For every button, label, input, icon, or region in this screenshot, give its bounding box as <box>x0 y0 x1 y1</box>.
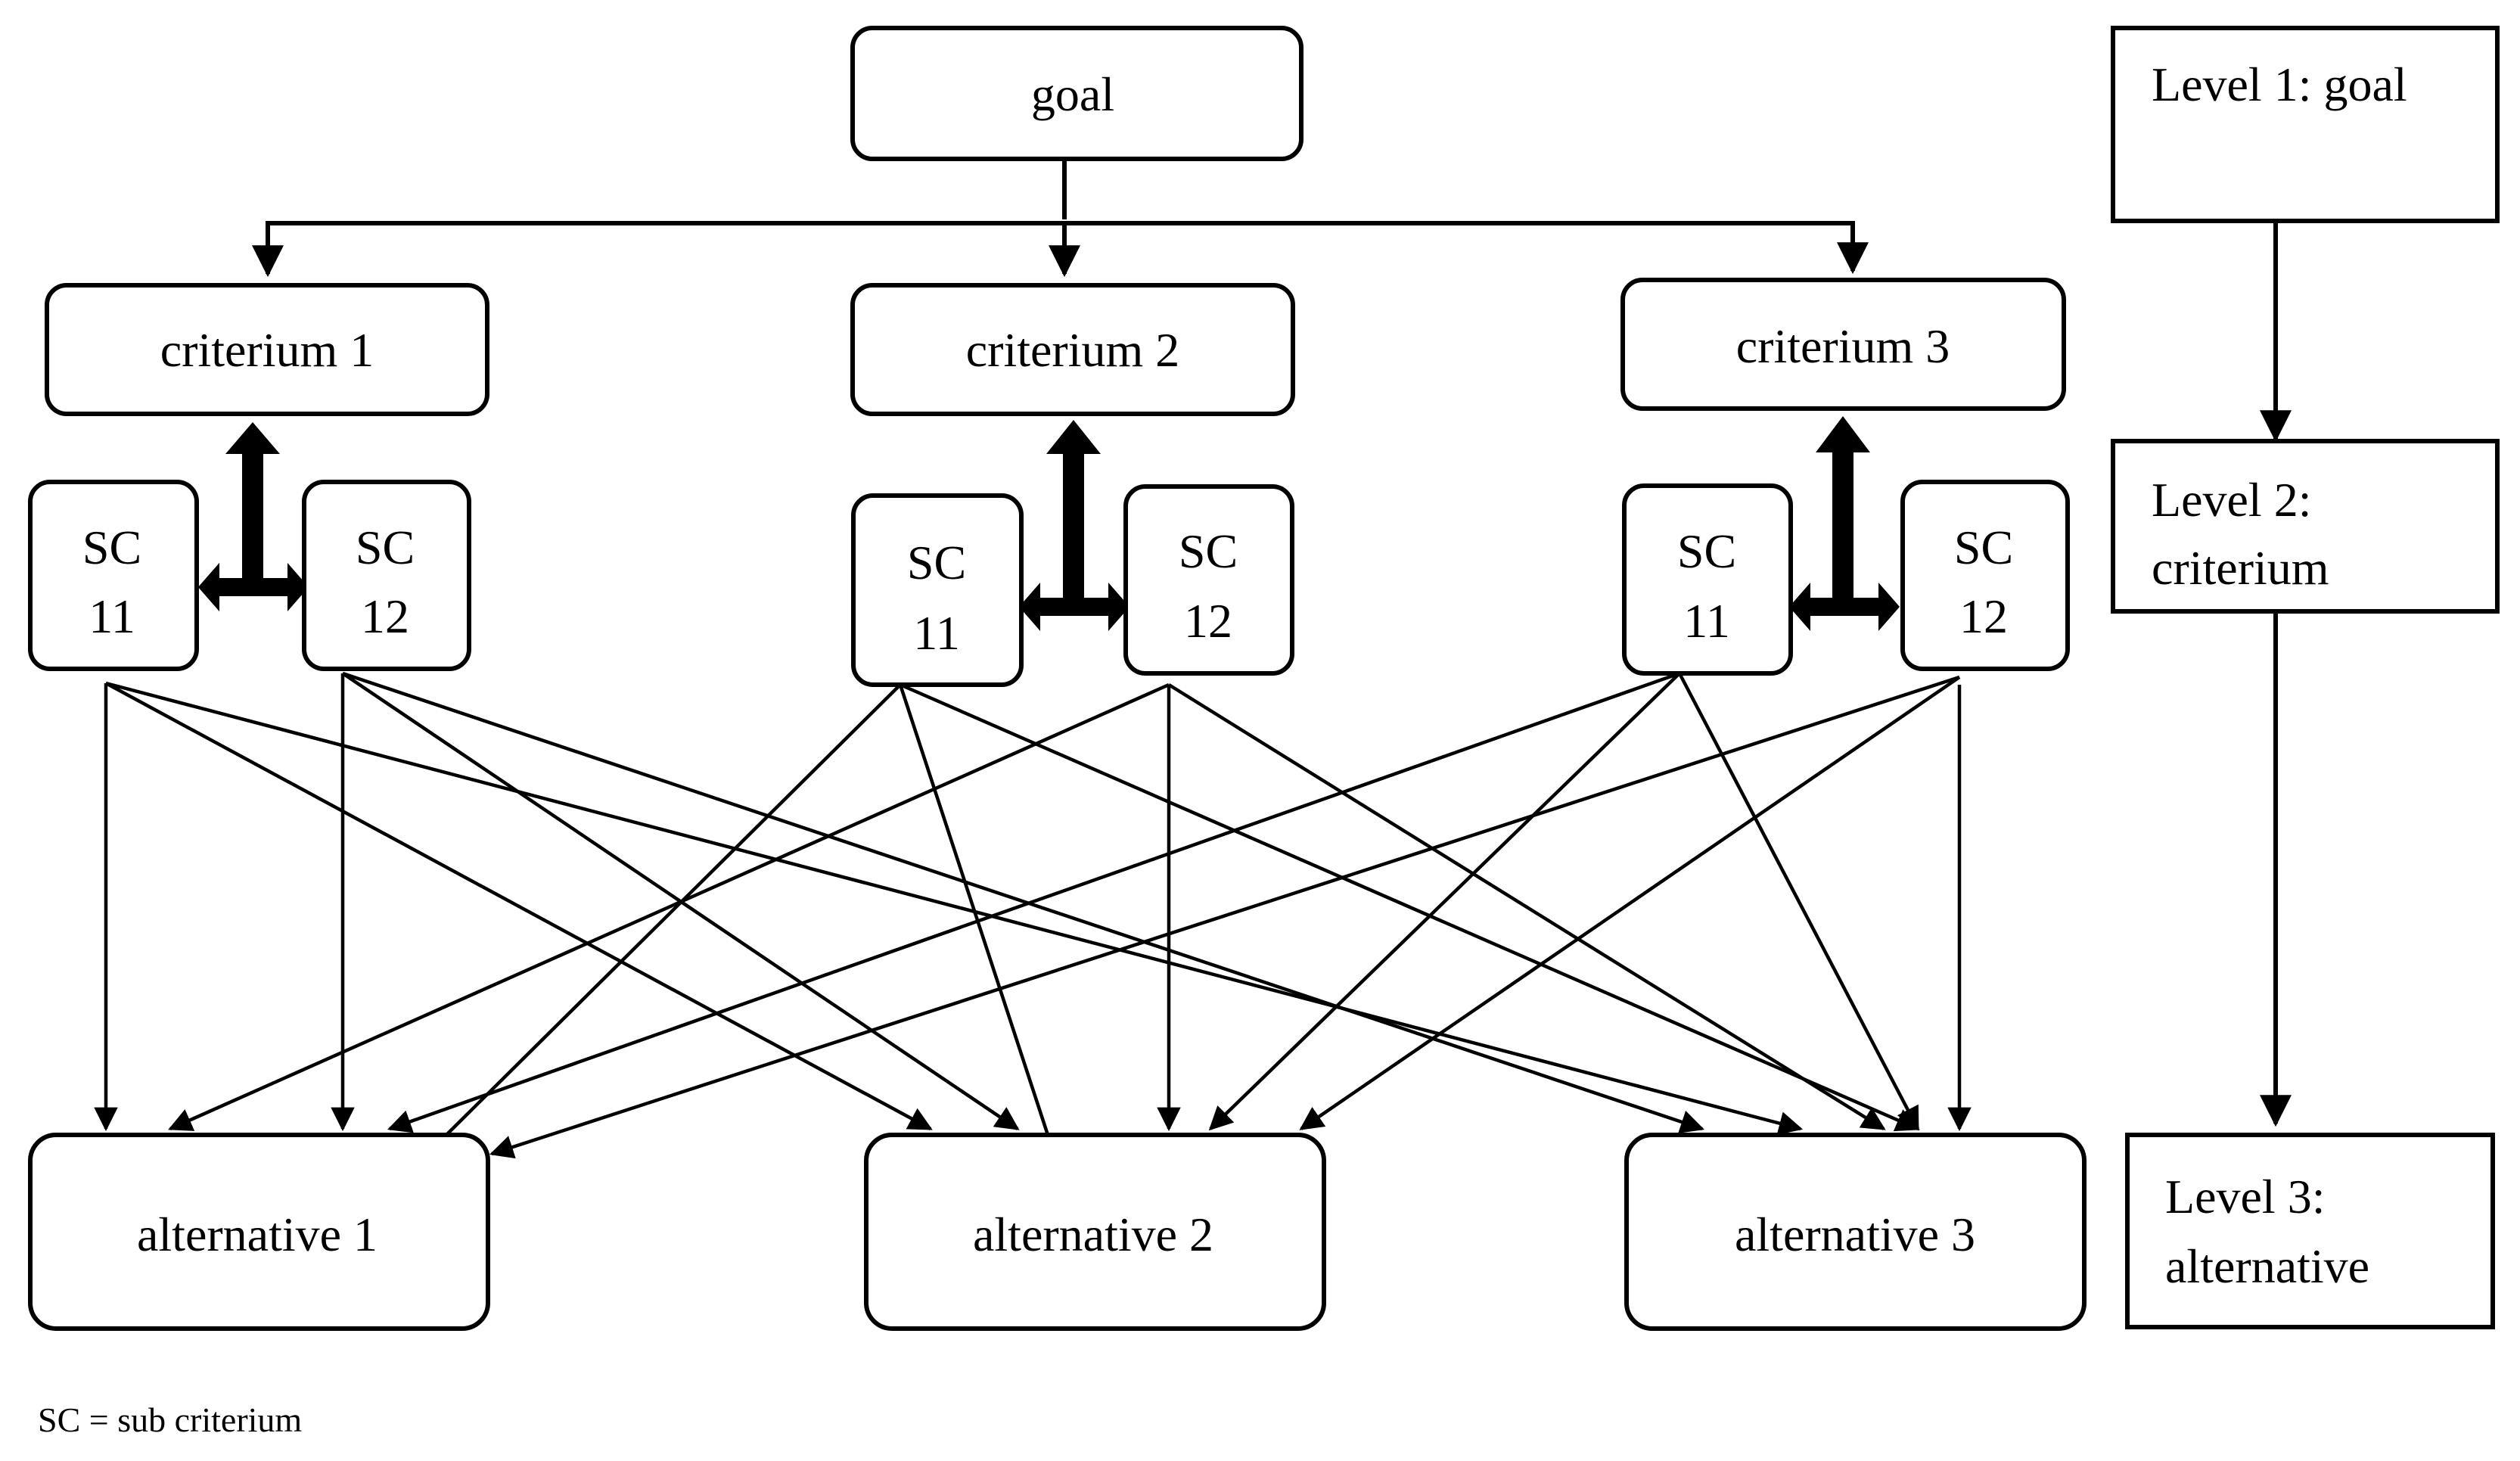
thick-arrows <box>198 416 1900 631</box>
criterium-label: criterium 1 <box>160 323 374 377</box>
alternative-node-2: alternative 2 <box>864 1133 1326 1331</box>
sub-criterium-number: 12 <box>361 589 409 643</box>
criterium-label: criterium 3 <box>1736 319 1950 373</box>
sub-criterium-node: SC 12 <box>1900 480 2070 671</box>
sub-criterium-node: SC 12 <box>1123 484 1294 676</box>
goal-to-criteria-connectors <box>252 159 1869 278</box>
level-1-box: Level 1: goal <box>2111 26 2500 223</box>
alternative-node-1: alternative 1 <box>28 1133 490 1331</box>
level-label-line2: alternative <box>2165 1239 2369 1293</box>
thick-arrow-group-1 <box>198 422 309 611</box>
sub-criterium-label: SC <box>1179 524 1238 578</box>
criterium-node-1: criterium 1 <box>45 283 489 416</box>
sub-criterium-node: SC 12 <box>302 480 471 671</box>
thick-arrow-group-3 <box>1789 416 1900 631</box>
goal-node: goal <box>850 26 1304 161</box>
criterium-label: criterium 2 <box>966 323 1180 377</box>
level-label: Level 3: <box>2165 1170 2325 1223</box>
thick-arrow-group-2 <box>1019 420 1129 631</box>
sub-criterium-number: 11 <box>1683 594 1730 648</box>
footnote: SC = sub criterium <box>38 1400 303 1439</box>
alternative-node-3: alternative 3 <box>1624 1133 2087 1331</box>
sub-criterium-node: SC 11 <box>1622 483 1793 676</box>
sub-criterium-number: 11 <box>89 589 135 643</box>
sub-criterium-label: SC <box>356 521 415 574</box>
sub-criterium-label: SC <box>82 521 141 574</box>
alternative-label: alternative 3 <box>1735 1208 1975 1261</box>
subcriteria-to-alternatives-connectors <box>94 671 1972 1159</box>
criterium-node-3: criterium 3 <box>1620 278 2066 411</box>
level-label: Level 1: goal <box>2152 58 2407 111</box>
level-2-box: Level 2: criterium <box>2111 439 2500 614</box>
sub-criterium-label: SC <box>907 536 966 589</box>
sub-criterium-label: SC <box>1954 521 2013 574</box>
criterium-node-2: criterium 2 <box>850 283 1295 416</box>
alternative-label: alternative 2 <box>973 1208 1213 1261</box>
sub-criterium-node: SC 11 <box>28 480 199 671</box>
sub-criterium-node: SC 11 <box>851 493 1024 687</box>
alternative-label: alternative 1 <box>137 1208 378 1261</box>
level-label: Level 2: <box>2152 473 2311 527</box>
sub-criterium-label: SC <box>1677 524 1736 578</box>
goal-label: goal <box>1031 67 1114 121</box>
level-label-line2: criterium <box>2152 541 2329 595</box>
sub-criterium-number: 12 <box>1184 594 1232 648</box>
sub-criterium-number: 11 <box>913 606 960 660</box>
level-3-box: Level 3: alternative <box>2125 1133 2495 1329</box>
sub-criterium-number: 12 <box>1959 589 2008 643</box>
